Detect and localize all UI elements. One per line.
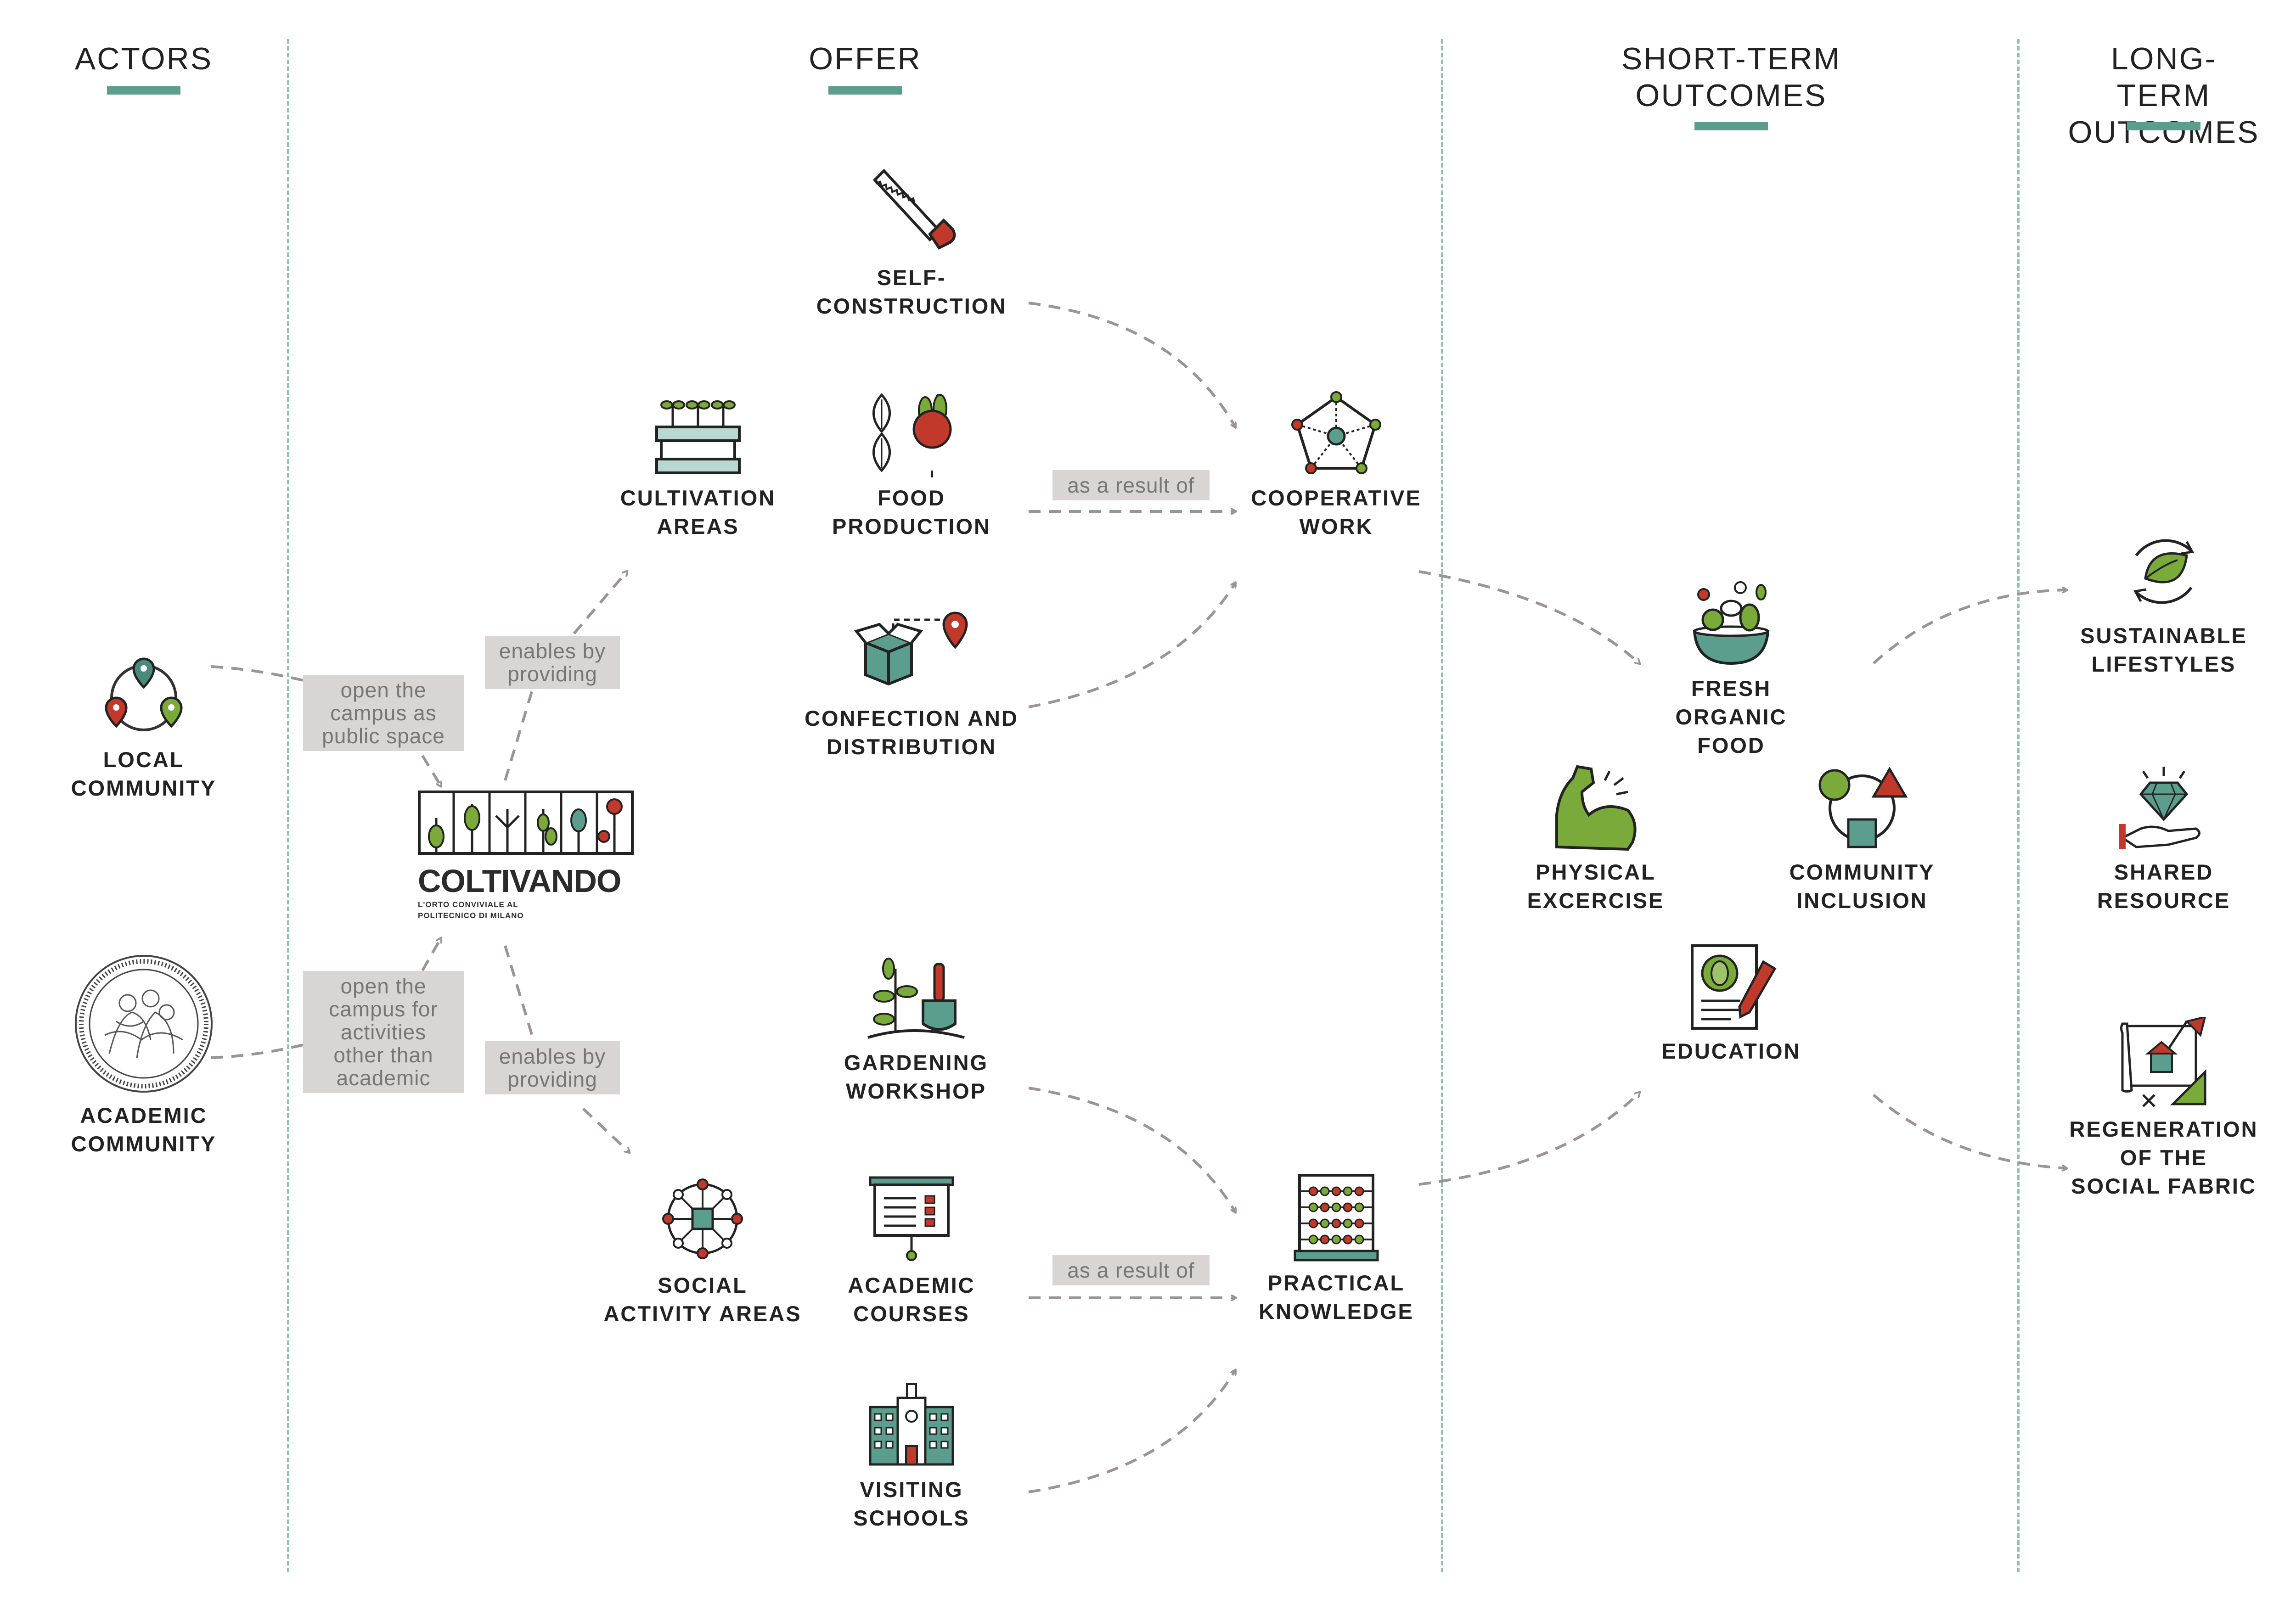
presentation-board-icon — [869, 1176, 954, 1261]
short-fresh-organic-food: FRESH ORGANIC FOOD — [1603, 576, 1860, 760]
column-title-short-term: SHORT-TERM OUTCOMES — [1621, 41, 1841, 113]
short-education-label: EDUCATION — [1661, 1039, 1801, 1063]
arrow-schools-to-practical — [1028, 1370, 1235, 1493]
offer-confection-label: CONFECTION AND DISTRIBUTION — [805, 706, 1019, 759]
arrow-tag-to-logo-top — [421, 755, 441, 786]
tag-result-top: as a result of — [1052, 470, 1210, 500]
saw-icon — [872, 168, 956, 250]
arrow-academic-to-tag — [211, 1043, 304, 1059]
short-physical-exercise: PHYSICAL EXCERCISE — [1467, 764, 1724, 915]
arrow-local-to-tag — [211, 665, 304, 682]
offer-self-construction: SELF- CONSTRUCTION — [783, 165, 1040, 320]
offer-cultivation-label: CULTIVATION AREAS — [620, 486, 776, 538]
arrow-coop-to-fresh — [1418, 570, 1639, 663]
short-education: EDUCATION — [1603, 943, 1860, 1066]
arrow-gardening-to-practical — [1028, 1087, 1235, 1212]
offer-food-production: FOOD PRODUCTION — [783, 390, 1040, 541]
flexed-arm-icon — [1555, 765, 1637, 851]
actor-academic-community: ACADEMIC COMMUNITY — [15, 953, 272, 1158]
column-title-long-term: LONG-TERM OUTCOMES — [2068, 41, 2260, 150]
divider-offer-short — [1441, 39, 1443, 1572]
column-underline-short-term — [1694, 122, 1768, 130]
offer-self-construction-label: SELF- CONSTRUCTION — [816, 265, 1007, 318]
arrow-fresh-to-sustainable — [1872, 590, 2066, 665]
long-shared-resource: SHARED RESOURCE — [2035, 764, 2292, 915]
salad-bowl-icon — [1693, 581, 1770, 665]
arrow-logo-to-social — [504, 945, 534, 1038]
short-community-inclusion: COMMUNITY INCLUSION — [1733, 764, 1991, 915]
offer-confection-distribution: CONFECTION AND DISTRIBUTION — [783, 611, 1040, 761]
offer-visiting-schools-label: VISITING SCHOOLS — [853, 1477, 970, 1530]
tag-enables-top: enables by providing — [485, 636, 620, 689]
school-building-icon — [869, 1383, 954, 1466]
arrow-enables-bottom-out — [582, 1107, 629, 1152]
arrow-enables-top-out — [573, 572, 627, 634]
coltivando-brand: COLTIVANDO — [418, 863, 621, 899]
offer-academic-courses: ACADEMIC COURSES — [783, 1173, 1040, 1328]
long-sustainable-label: SUSTAINABLE LIFESTYLES — [2080, 623, 2247, 676]
tag-enables-bottom: enables by providing — [485, 1041, 620, 1094]
column-underline-actors — [107, 86, 180, 95]
offer-cultivation-areas: CULTIVATION AREAS — [569, 390, 827, 541]
offer-food-production-label: FOOD PRODUCTION — [832, 486, 991, 538]
coltivando-logo: COLTIVANDO L'ORTO CONVIVIALE AL POLITECN… — [418, 791, 634, 921]
long-regeneration: REGENERATION OF THE SOCIAL FABRIC — [2035, 1017, 2292, 1200]
garlic-beet-icon — [872, 393, 952, 477]
column-underline-long-term — [2127, 122, 2200, 130]
short-inclusion-label: COMMUNITY INCLUSION — [1789, 860, 1935, 913]
column-title-offer: OFFER — [809, 41, 922, 76]
offer-social-activity-areas: SOCIAL ACTIVITY AREAS — [574, 1173, 831, 1328]
offer-gardening-label: GARDENING WORKSHOP — [844, 1050, 989, 1103]
long-shared-label: SHARED RESOURCE — [2097, 860, 2231, 913]
tag-open-public-space: open the campus as public space — [303, 675, 464, 751]
arrow-education-to-regeneration — [1873, 1094, 2066, 1168]
offer-cooperative-label: COOPERATIVE WORK — [1251, 486, 1422, 538]
coltivando-garden-icon — [418, 791, 634, 855]
planter-box-icon — [655, 400, 741, 474]
short-fresh-food-label: FRESH ORGANIC FOOD — [1675, 676, 1787, 757]
short-physical-label: PHYSICAL EXCERCISE — [1527, 860, 1665, 913]
offer-gardening-workshop: GARDENING WORKSHOP — [788, 955, 1045, 1105]
tag-open-activities: open the campus for activities other tha… — [303, 971, 464, 1093]
abacus-icon — [1294, 1174, 1379, 1262]
offer-practical-knowledge: PRACTICAL KNOWLEDGE — [1208, 1171, 1465, 1326]
offer-academic-courses-label: ACADEMIC COURSES — [848, 1273, 975, 1326]
actor-local-community: LOCAL COMMUNITY — [15, 647, 272, 802]
box-pin-icon — [854, 611, 968, 686]
actor-academic-label: ACADEMIC COMMUNITY — [71, 1103, 217, 1156]
shapes-inclusion-icon — [1818, 767, 1908, 848]
long-regeneration-label: REGENERATION OF THE SOCIAL FABRIC — [2069, 1117, 2258, 1198]
long-sustainable-lifestyles: SUSTAINABLE LIFESTYLES — [2035, 528, 2292, 679]
offer-cooperative-work: COOPERATIVE WORK — [1208, 390, 1465, 541]
tag-result-bottom: as a result of — [1052, 1255, 1210, 1285]
column-title-actors: ACTORS — [74, 41, 213, 76]
document-pencil-icon — [1691, 944, 1777, 1030]
offer-visiting-schools: VISITING SCHOOLS — [783, 1382, 1040, 1532]
location-pins-icon — [105, 657, 183, 731]
politecnico-seal-icon — [75, 955, 213, 1093]
actor-local-label: LOCAL COMMUNITY — [71, 747, 217, 800]
arrow-practical-to-education — [1418, 1093, 1639, 1186]
arrow-confection-to-coop — [1028, 583, 1235, 708]
hand-diamond-icon — [2119, 767, 2200, 849]
network-pentagon-icon — [1291, 391, 1381, 474]
divider-actors-offer — [287, 39, 289, 1572]
recycle-leaf-icon — [2133, 539, 2194, 604]
arrow-tag-to-logo-bottom — [421, 938, 441, 971]
seedling-shovel-icon — [867, 958, 965, 1039]
offer-practical-label: PRACTICAL KNOWLEDGE — [1259, 1271, 1414, 1324]
coltivando-subtitle: L'ORTO CONVIVIALE AL POLITECNICO DI MILA… — [418, 900, 524, 920]
divider-short-long — [2017, 39, 2020, 1572]
social-network-icon — [662, 1178, 743, 1259]
blueprint-house-icon — [2120, 1017, 2206, 1107]
arrow-logo-to-cultivation — [504, 688, 534, 781]
arrow-self-to-coop — [1028, 302, 1235, 427]
column-underline-offer — [828, 86, 902, 95]
offer-social-activity-label: SOCIAL ACTIVITY AREAS — [603, 1273, 802, 1326]
